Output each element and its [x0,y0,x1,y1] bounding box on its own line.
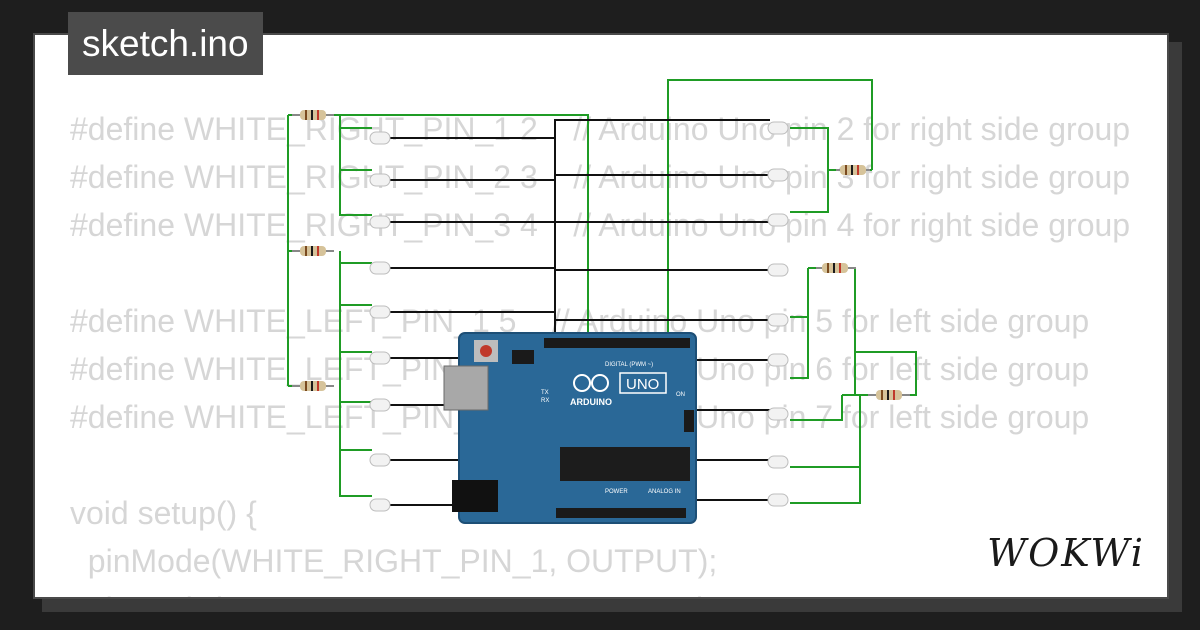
led[interactable] [767,455,789,469]
led[interactable] [369,261,391,275]
resistor[interactable] [816,263,856,273]
power-analog-header [556,508,686,518]
left-leds [369,131,391,512]
resistors [292,110,910,400]
led[interactable] [767,121,789,135]
code-line: #define WHITE_RIGHT_PIN_3 4 // Arduino U… [70,207,1131,243]
led[interactable] [369,131,391,145]
arduino-logo [573,374,609,392]
resistor[interactable] [868,390,910,400]
arduino-uno-board[interactable]: UNO ARDUINO DIGITAL (PWM ~) POWER ANALOG… [443,332,697,524]
resistor[interactable] [836,165,870,175]
usb-port [443,365,489,411]
code-line: pinMode(WHITE_RIGHT_PIN_1, OUTPUT); [70,543,718,579]
rx-label: RX [541,398,549,404]
power-jack [452,480,498,512]
led[interactable] [767,313,789,327]
resistor[interactable] [292,381,334,391]
led[interactable] [767,213,789,227]
atmega-chip [560,447,690,481]
led[interactable] [369,305,391,319]
right-green-wires [667,79,917,504]
code-line: #define WHITE_RIGHT_PIN_2 3 // Arduino U… [70,159,1131,195]
digital-label: DIGITAL (PWM ~) [605,362,653,368]
led[interactable] [369,173,391,187]
resistor[interactable] [292,246,334,256]
code-line: void setup() { [70,495,257,531]
board-model-label: UNO [626,376,659,393]
led[interactable] [767,263,789,277]
led[interactable] [767,353,789,367]
led[interactable] [767,493,789,507]
led[interactable] [369,215,391,229]
wokwi-logo-text: WOKWi [987,531,1145,575]
project-title: sketch.ino [68,12,263,75]
right-leds [767,121,789,507]
tx-label: TX [541,390,549,396]
led[interactable] [369,398,391,412]
analog-label: ANALOG IN [648,489,681,495]
code-line: #define WHITE_RIGHT_PIN_1 2 // Arduino U… [70,111,1131,147]
led[interactable] [767,407,789,421]
led[interactable] [369,351,391,365]
power-label: POWER [605,489,628,495]
digital-header [544,338,690,348]
board-brand-label: ARDUINO [570,397,612,407]
on-label: ON [676,392,685,398]
wokwi-logo: WOKWi [978,527,1154,579]
resistor[interactable] [292,110,334,120]
led[interactable] [369,498,391,512]
led[interactable] [369,453,391,467]
code-line: pinMode(WHITE_RIGHT_PIN_2, OUTPUT); [70,585,1134,597]
led[interactable] [767,168,789,182]
